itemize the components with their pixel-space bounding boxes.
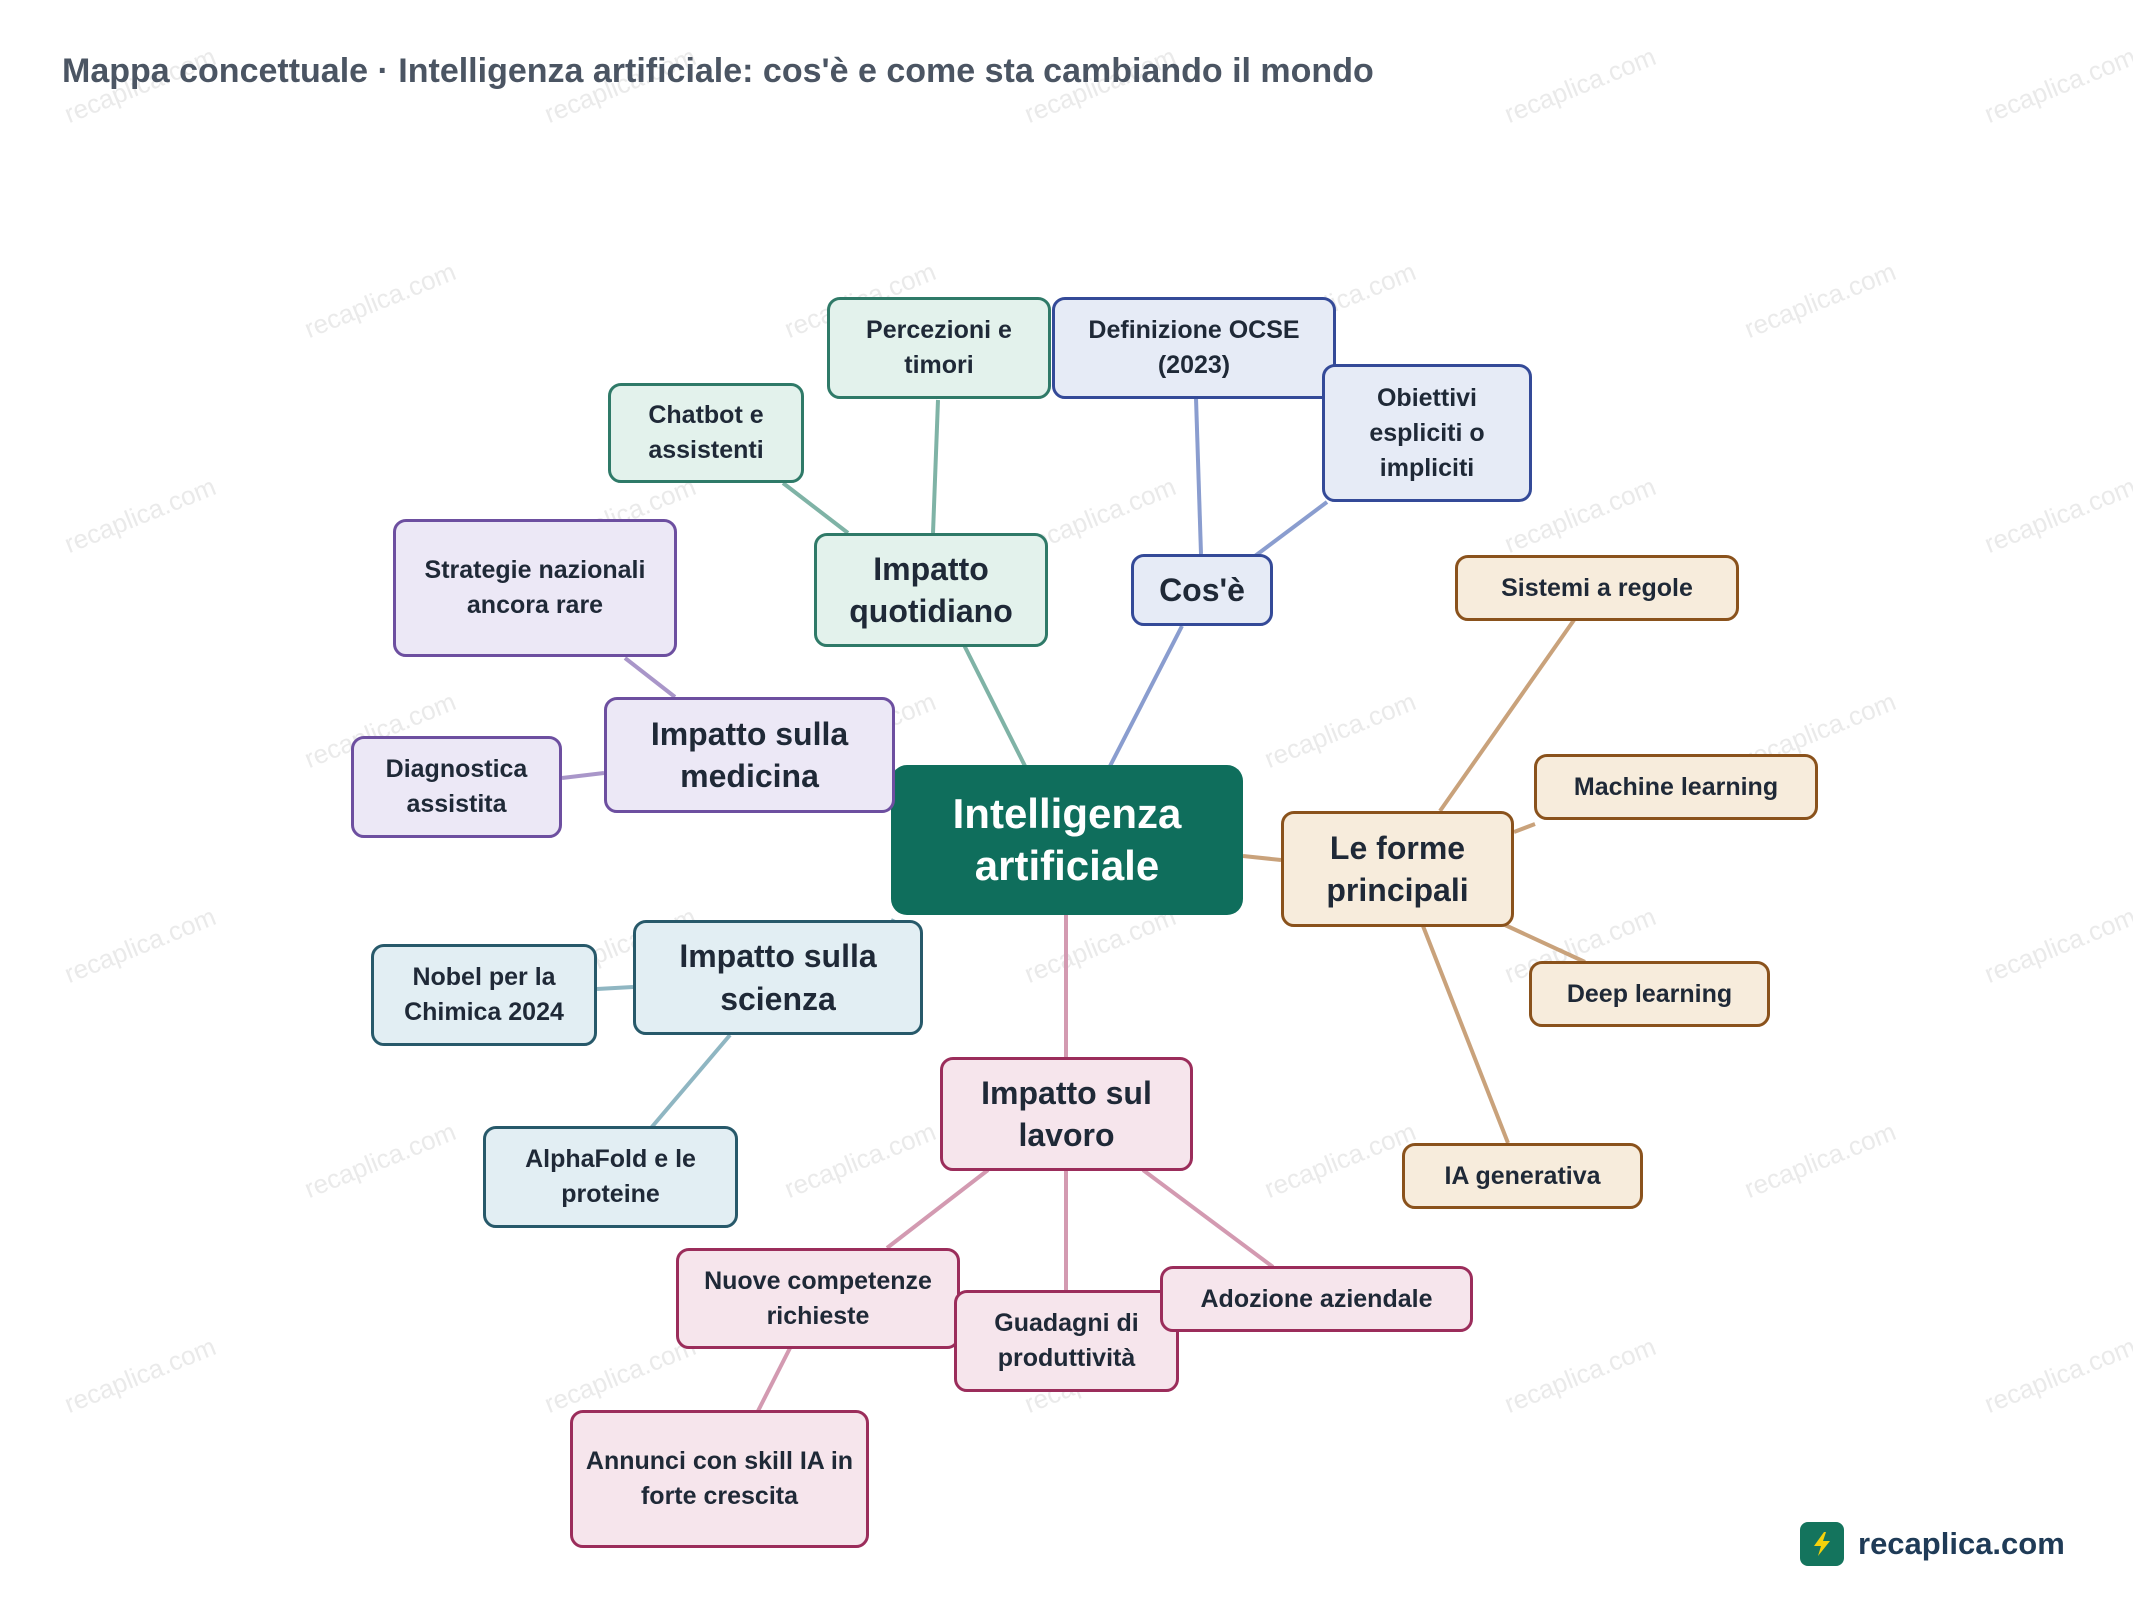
link-medicina-diagnostica	[561, 771, 605, 780]
node-impatto-quotidiano: Impatto quotidiano	[814, 533, 1048, 647]
link-center-cose	[1106, 625, 1184, 771]
link-lavoro-competenze	[885, 1168, 990, 1250]
link-forme-deep	[1504, 923, 1586, 964]
page-title: Mappa concettuale · Intelligenza artific…	[62, 52, 1374, 90]
link-quotidiano-percezioni	[931, 399, 940, 534]
link-scienza-alphafold	[649, 1033, 732, 1130]
link-quotidiano-chatbot	[781, 481, 850, 535]
link-scienza-nobel	[596, 985, 634, 991]
node-obiettivi: Obiettivi espliciti o impliciti	[1322, 364, 1532, 502]
brand-logo[interactable]: recaplica.com	[1800, 1522, 2065, 1566]
link-center-quotidiano	[962, 644, 1029, 771]
link-lavoro-adozione	[1141, 1168, 1275, 1269]
link-competenze-annunci	[756, 1347, 792, 1412]
node-definizione-ocse: Definizione OCSE (2023)	[1052, 297, 1336, 399]
node-forme-principali: Le forme principali	[1281, 811, 1514, 927]
node-strategie-nazionali: Strategie nazionali ancora rare	[393, 519, 677, 657]
node-impatto-scienza: Impatto sulla scienza	[633, 920, 923, 1035]
node-impatto-medicina: Impatto sulla medicina	[604, 697, 895, 813]
node-alphafold: AlphaFold e le proteine	[483, 1126, 738, 1228]
node-adozione-aziendale: Adozione aziendale	[1160, 1266, 1473, 1332]
link-forme-sistemi	[1438, 618, 1576, 813]
brand-name: recaplica.com	[1858, 1526, 2065, 1561]
node-guadagni-produttivita: Guadagni di produttività	[954, 1290, 1179, 1392]
link-medicina-strategie	[623, 656, 677, 699]
link-center-forme	[1242, 854, 1282, 862]
node-impatto-lavoro: Impatto sul lavoro	[940, 1057, 1193, 1171]
node-nobel-chimica: Nobel per la Chimica 2024	[371, 944, 597, 1046]
node-sistemi-regole: Sistemi a regole	[1455, 555, 1739, 621]
node-diagnostica-assistita: Diagnostica assistita	[351, 736, 562, 838]
node-deep-learning: Deep learning	[1529, 961, 1770, 1027]
node-machine-learning: Machine learning	[1534, 754, 1818, 820]
link-forme-generativa	[1421, 925, 1510, 1144]
node-percezioni-timori: Percezioni e timori	[827, 297, 1051, 399]
node-center: Intelligenza artificiale	[891, 765, 1243, 915]
link-cose-definizione	[1194, 397, 1203, 555]
link-cose-obiettivi	[1253, 500, 1329, 558]
link-forme-machine	[1513, 822, 1536, 834]
node-annunci-skill: Annunci con skill IA in forte crescita	[570, 1410, 869, 1548]
node-ia-generativa: IA generativa	[1402, 1143, 1643, 1209]
node-cose: Cos'è	[1131, 554, 1273, 626]
node-chatbot-assistenti: Chatbot e assistenti	[608, 383, 804, 483]
lightning-bolt-icon	[1800, 1522, 1844, 1566]
node-nuove-competenze: Nuove competenze richieste	[676, 1248, 960, 1349]
